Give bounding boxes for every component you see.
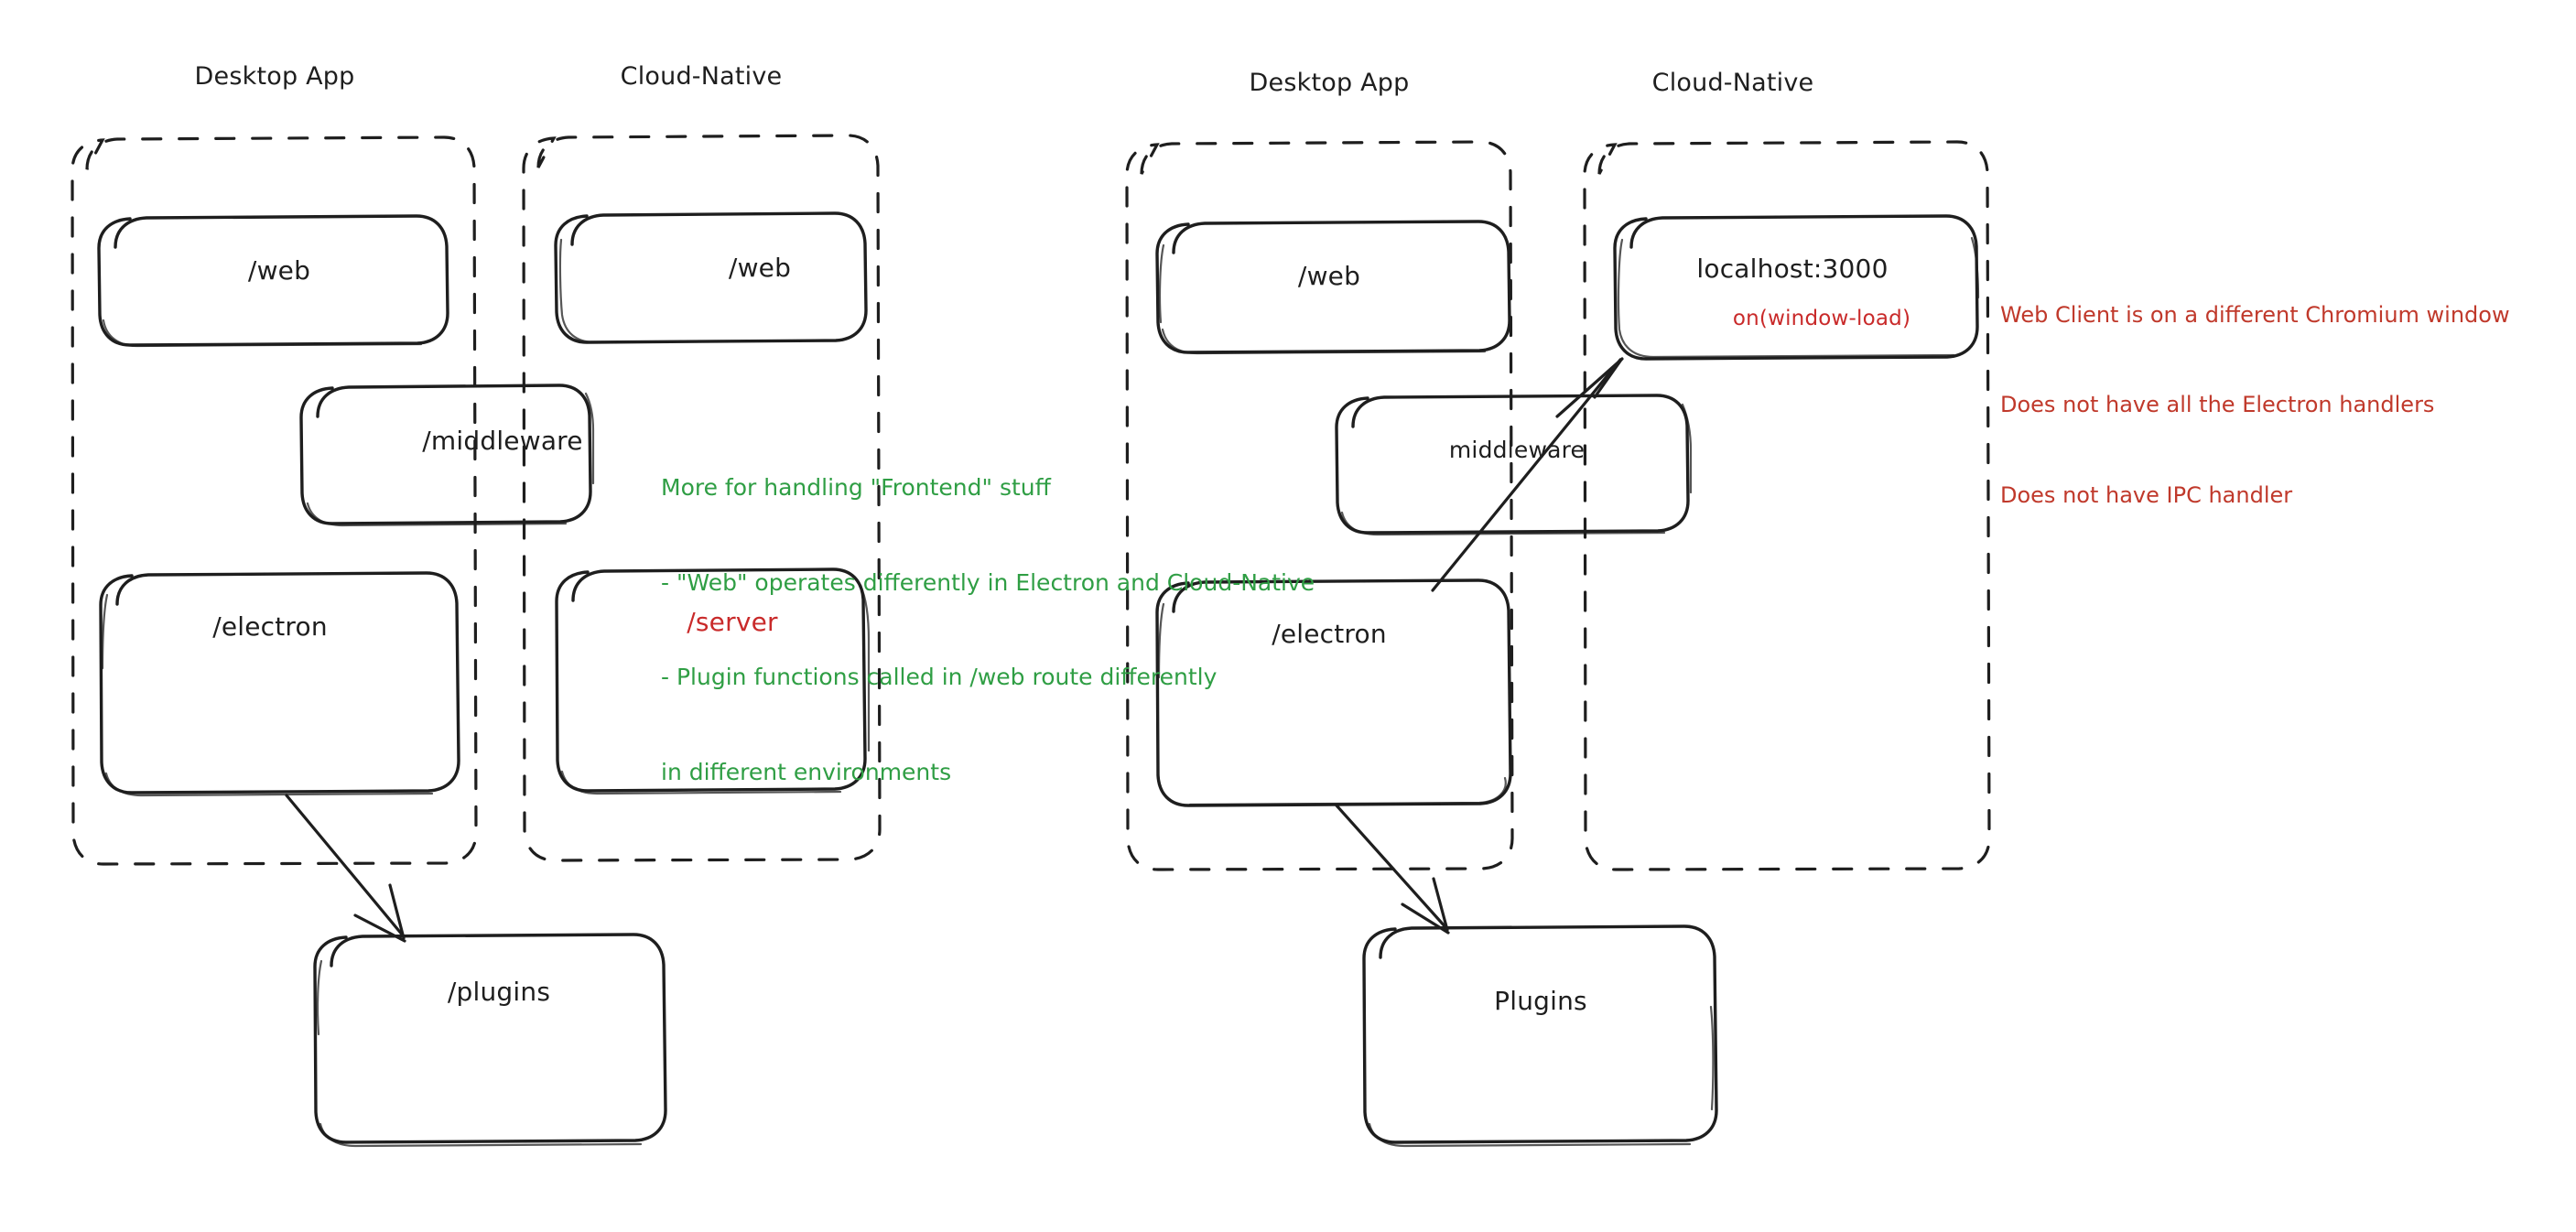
right-electron-to-plugins-arrow: [1335, 804, 1450, 935]
right-desktop-web-label: /web: [1297, 261, 1361, 291]
right-localhost-box: [1613, 214, 1980, 361]
left-cloud-web-box: [554, 211, 868, 344]
right-electron-to-localhost-arrow: [1431, 357, 1624, 592]
right-middleware-label: middleware: [1448, 437, 1586, 463]
left-desktop-electron-label: /electron: [212, 611, 328, 642]
left-electron-to-plugins-arrow: [285, 794, 406, 943]
right-red-note-line-3: Does not have IPC handler: [2000, 482, 2293, 508]
right-desktop-electron-box: [1155, 578, 1512, 807]
left-cloud-native-container: [522, 134, 882, 862]
left-cloud-web-label: /web: [728, 253, 792, 283]
left-desktop-web-label: /web: [247, 255, 311, 286]
left-green-note-line-2: - "Web" operates differently in Electron…: [661, 568, 1315, 596]
right-desktop-web-box: [1155, 220, 1511, 355]
left-cloud-native-title: Cloud-Native: [620, 62, 783, 91]
left-middleware-box: [299, 384, 595, 527]
right-cloud-native-title: Cloud-Native: [1651, 69, 1814, 97]
left-desktop-app-title: Desktop App: [194, 62, 355, 91]
right-red-note-line-1: Web Client is on a different Chromium wi…: [2000, 301, 2510, 328]
right-cloud-native-container: [1583, 140, 1991, 871]
right-localhost-label: localhost:3000: [1696, 254, 1889, 284]
right-on-window-load-label: on(window-load): [1732, 307, 1911, 330]
right-desktop-electron-label: /electron: [1272, 619, 1387, 649]
left-plugins-label: /plugins: [447, 977, 551, 1007]
right-red-note-line-2: Does not have all the Electron handlers: [2000, 392, 2435, 418]
right-middleware-box: [1335, 394, 1693, 536]
left-middleware-label: /middleware: [422, 426, 583, 456]
right-plugins-box: [1362, 924, 1718, 1148]
left-plugins-box: [313, 933, 667, 1148]
left-cloud-server-box: [555, 567, 871, 795]
left-desktop-web-box: [97, 214, 449, 348]
right-desktop-app-title: Desktop App: [1249, 69, 1410, 97]
left-green-note: More for handling "Frontend" stuff - "We…: [661, 409, 1315, 851]
left-desktop-app-container: [70, 135, 478, 866]
left-desktop-electron-box: [99, 571, 460, 797]
left-green-note-line-4: in different environments: [661, 758, 952, 785]
left-green-note-line-3: - Plugin functions called in /web route …: [661, 664, 1218, 690]
left-green-note-line-1: More for handling "Frontend" stuff: [661, 474, 1051, 501]
right-desktop-app-container: [1125, 140, 1514, 871]
left-cloud-server-label: /server: [687, 607, 778, 637]
right-plugins-label: Plugins: [1494, 986, 1587, 1016]
right-red-note: Web Client is on a different Chromium wi…: [2000, 240, 2510, 571]
